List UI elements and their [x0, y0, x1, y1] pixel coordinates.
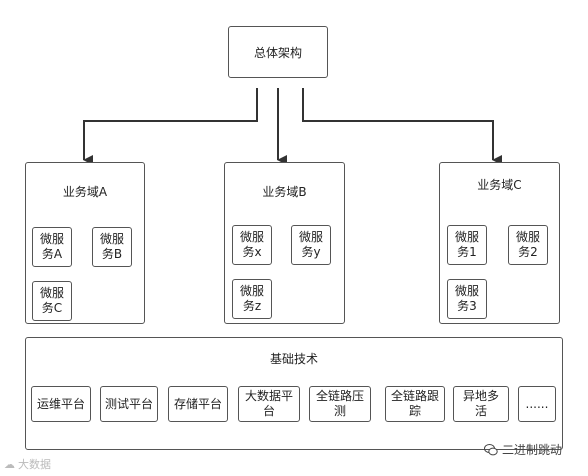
watermark-left-text: 大数据 [18, 458, 51, 471]
watermark-right: 二进制跳动 [484, 441, 562, 458]
domain-b-title: 业务域B [262, 185, 307, 199]
domain-a-box: 业务域A 微服务A 微服务B 微服务C [25, 162, 145, 324]
service-z: 微服务z [232, 279, 272, 319]
arrow-to-domain-a [83, 88, 258, 165]
tech-multi-active: 异地多活 [453, 386, 509, 422]
base-technology-title: 基础技术 [269, 352, 318, 366]
domain-b-box: 业务域B 微服务x 微服务y 微服务z [224, 162, 345, 324]
domain-c-box: 业务域C 微服务1 微服务2 微服务3 [439, 162, 560, 324]
service-a: 微服务A [32, 227, 72, 267]
domain-c-title: 业务域C [477, 178, 522, 192]
tech-storage-platform: 存储平台 [168, 386, 228, 422]
base-technology-box: 基础技术 运维平台 测试平台 存储平台 大数据平台 全链路压测 全链路跟踪 异地… [25, 337, 563, 450]
arrow-to-domain-c [302, 88, 502, 165]
service-b: 微服务B [92, 227, 132, 267]
service-x: 微服务x [232, 225, 272, 265]
watermark-right-text: 二进制跳动 [502, 443, 563, 457]
tech-more: ...... [518, 386, 556, 422]
service-c: 微服务C [32, 281, 72, 321]
service-1: 微服务1 [447, 225, 487, 265]
tech-tracing: 全链路跟踪 [385, 386, 445, 422]
tech-stress-test: 全链路压测 [309, 386, 371, 422]
tech-test-platform: 测试平台 [100, 386, 158, 422]
overall-architecture-title: 总体架构 [253, 45, 302, 60]
tech-bigdata-platform: 大数据平台 [238, 386, 300, 422]
service-y: 微服务y [291, 225, 331, 265]
overall-architecture-box: 总体架构 [228, 26, 328, 78]
watermark-left: ☁ 大数据 [4, 456, 51, 472]
service-2: 微服务2 [508, 225, 548, 265]
tech-ops-platform: 运维平台 [31, 386, 91, 422]
wechat-icon [484, 443, 498, 455]
service-3: 微服务3 [447, 279, 487, 319]
watermark-left-icon: ☁ [4, 457, 15, 471]
domain-a-title: 业务域A [62, 185, 108, 199]
